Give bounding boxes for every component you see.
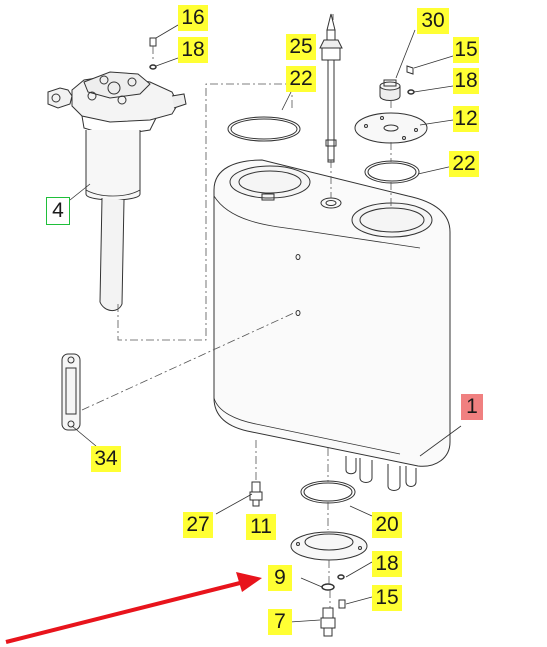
o-ring-22-left	[227, 116, 301, 142]
label-part-34: 34	[91, 446, 121, 472]
label-part-9: 9	[268, 565, 292, 591]
label-part-15-bottom: 15	[372, 585, 402, 611]
screw-15-top	[406, 65, 414, 75]
o-ring-20	[300, 480, 356, 504]
label-part-18-top: 18	[178, 37, 208, 63]
washer-18-right	[407, 89, 415, 95]
filter-assembly	[47, 71, 187, 311]
screw-16	[149, 37, 157, 47]
label-part-4: 4	[46, 197, 70, 225]
flange-plate	[354, 112, 428, 144]
red-arrow	[5, 572, 262, 644]
label-part-7: 7	[268, 609, 292, 635]
fitting-7	[320, 607, 336, 637]
tank-body	[213, 159, 451, 491]
sight-glass	[61, 353, 81, 431]
label-part-18-bottom: 18	[372, 551, 402, 577]
label-part-22-right: 22	[449, 151, 479, 177]
level-sensor	[319, 13, 343, 163]
label-part-18-right: 18	[453, 68, 479, 94]
label-part-27: 27	[183, 512, 213, 538]
label-part-12: 12	[453, 106, 479, 132]
washer-18-top	[149, 64, 157, 70]
label-part-30: 30	[417, 8, 449, 34]
label-part-11: 11	[246, 514, 276, 540]
label-part-22-left: 22	[286, 66, 316, 92]
bottom-flange	[290, 531, 368, 561]
assembly-lines	[81, 46, 392, 608]
label-part-16: 16	[178, 5, 208, 31]
screw-15-bottom	[338, 599, 346, 609]
breather-cap	[379, 79, 401, 101]
label-part-20: 20	[372, 512, 402, 538]
label-part-25: 25	[286, 34, 316, 60]
label-part-1: 1	[461, 394, 483, 420]
label-part-15-top: 15	[453, 37, 479, 63]
o-ring-9	[321, 583, 335, 591]
o-ring-22-right	[364, 160, 420, 184]
washer-18-bottom	[337, 574, 345, 580]
drain-valve-27	[249, 481, 263, 507]
